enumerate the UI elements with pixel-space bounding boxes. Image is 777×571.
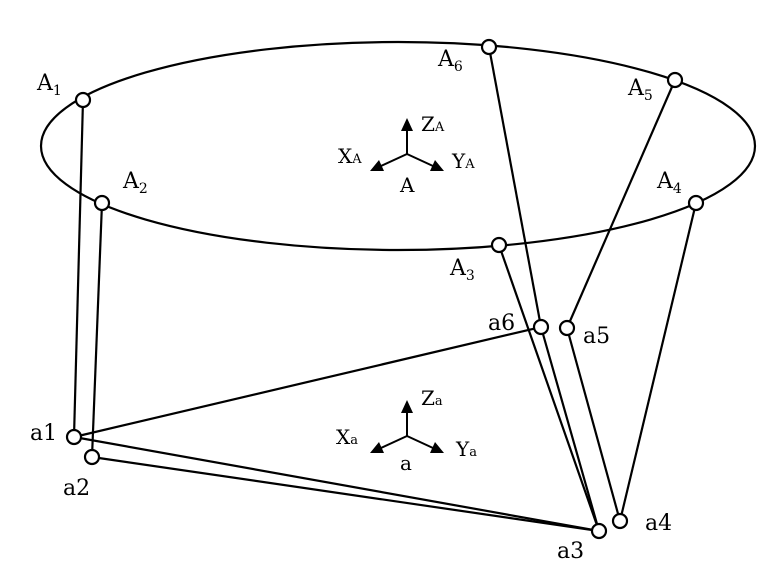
label-a6: a6 — [488, 311, 515, 336]
label-A5: A5 — [627, 76, 653, 104]
upper-x-label: XA — [338, 144, 362, 168]
label-A2: A2 — [122, 169, 148, 197]
joint-A3 — [490, 236, 508, 254]
label-A6: A6 — [437, 47, 463, 75]
joint-a5 — [558, 319, 576, 337]
joint-A6 — [480, 38, 498, 56]
base-triangle — [73, 325, 601, 533]
label-A1: A1 — [36, 71, 62, 99]
joint-a1 — [65, 428, 83, 446]
label-a2: a2 — [63, 476, 90, 501]
label-a1: a1 — [30, 421, 57, 446]
leg-6 — [487, 46, 543, 328]
joint-A2 — [93, 194, 111, 212]
lower-x-label: Xa — [336, 425, 358, 449]
base-joints — [65, 318, 629, 540]
upper-z-arrow — [401, 118, 413, 131]
joint-A5 — [666, 71, 684, 89]
lower-z-label: Za — [421, 386, 443, 410]
upper-origin-label: A — [399, 173, 415, 197]
leg-1 — [72, 99, 85, 438]
lower-z-arrow — [401, 400, 413, 413]
leg-4-return — [565, 327, 622, 522]
joint-a4 — [611, 512, 629, 530]
label-a3: a3 — [557, 539, 584, 564]
joint-a3 — [590, 522, 608, 540]
upper-platform-ellipse — [39, 40, 757, 252]
label-a5: a5 — [583, 324, 610, 349]
lower-coordinate-frame — [370, 400, 444, 453]
label-A4: A4 — [656, 169, 682, 197]
lower-origin-label: a — [400, 451, 412, 475]
lower-y-label: Ya — [455, 437, 477, 461]
label-a4: a4 — [645, 511, 672, 536]
joint-a2 — [83, 448, 101, 466]
upper-coordinate-frame — [370, 118, 444, 171]
joint-A1 — [74, 91, 92, 109]
base-edge-a2-a3 — [91, 455, 600, 533]
upper-y-label: YA — [451, 149, 475, 173]
upper-y-arrow — [430, 160, 444, 171]
upper-x-arrow — [370, 160, 384, 171]
lower-y-arrow — [430, 442, 444, 453]
upper-joints — [74, 38, 705, 254]
leg-2 — [90, 202, 104, 458]
leg-3 — [497, 244, 601, 532]
leg-4 — [618, 202, 698, 522]
lower-x-arrow — [370, 442, 384, 453]
joint-a6 — [532, 318, 550, 336]
leg-5 — [565, 79, 677, 329]
upper-z-label: ZA — [421, 112, 445, 136]
label-A3: A3 — [449, 256, 475, 284]
joint-A4 — [687, 194, 705, 212]
